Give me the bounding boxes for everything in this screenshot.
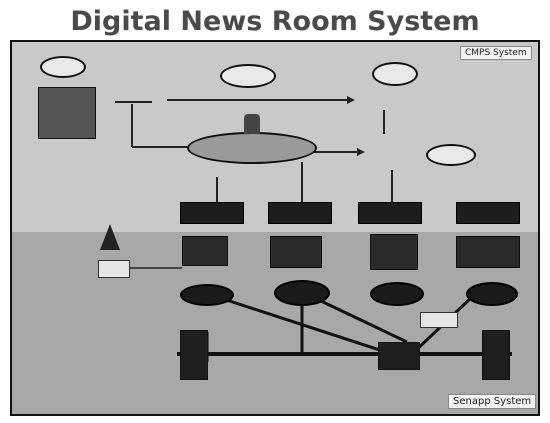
printer-icon	[420, 312, 458, 328]
rack-oval	[180, 284, 234, 306]
server-box	[268, 202, 332, 224]
server-tower-icon	[180, 330, 208, 380]
role-oval-third	[372, 62, 418, 86]
role-oval-first	[40, 56, 86, 78]
equipment-image	[270, 236, 322, 268]
central-hub-oval	[187, 132, 317, 164]
server-box	[358, 202, 422, 224]
antenna-icon	[100, 224, 120, 250]
equipment-image	[182, 236, 228, 266]
top-system-label: CMPS System	[460, 46, 532, 60]
network-link	[201, 290, 393, 356]
server-box	[180, 202, 244, 224]
monitor-icon	[98, 260, 130, 278]
connection-lines	[107, 96, 512, 362]
role-oval-second	[220, 64, 276, 88]
rack-oval	[466, 282, 518, 306]
server-unit-icon	[378, 342, 420, 370]
person-icon	[244, 114, 260, 134]
equipment-image	[370, 234, 418, 270]
equipment-image	[456, 236, 520, 268]
bottom-system-label: Senapp System	[448, 394, 537, 409]
rack-oval	[370, 282, 424, 306]
arrow-head	[347, 96, 355, 104]
server-box	[456, 202, 520, 224]
server-tower-icon	[482, 330, 510, 380]
workstation-image	[38, 87, 96, 139]
role-oval-fourth	[426, 144, 476, 166]
diagram-frame: CMPS System Senapp System	[10, 40, 540, 416]
arrow-head	[357, 148, 365, 156]
rack-oval	[274, 280, 330, 306]
